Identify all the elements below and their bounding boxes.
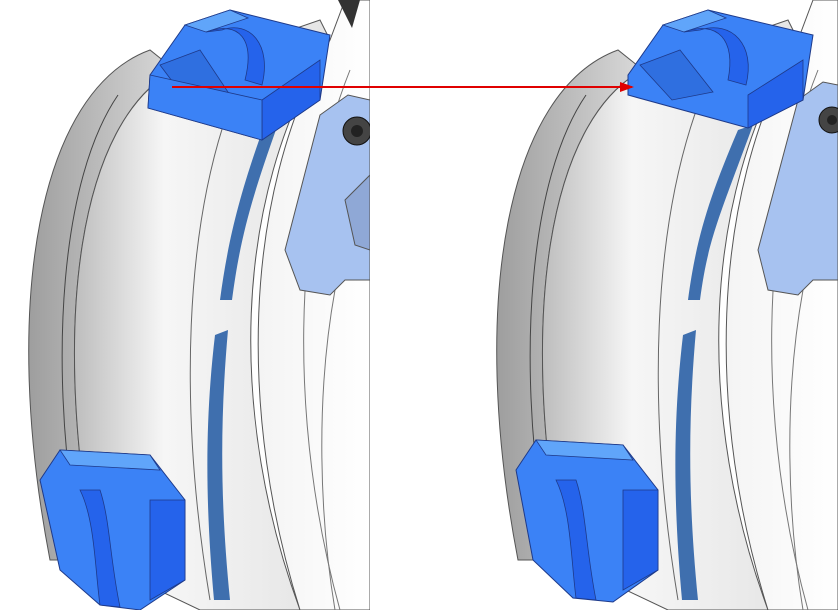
jaw-slot [675, 330, 698, 600]
chuck-drawing-before [28, 0, 370, 610]
top-jaw [627, 9, 814, 129]
jaw-slot [207, 330, 230, 600]
jaw-slot [220, 105, 285, 300]
bottom-jaw [39, 449, 186, 610]
jaw-plate [757, 81, 838, 296]
bottom-jaw [515, 439, 659, 603]
panel-before [0, 0, 370, 610]
top-jaw [147, 9, 331, 141]
chuck-drawing-after [496, 0, 838, 610]
jaw-slot [688, 125, 753, 300]
panel-after [468, 0, 838, 610]
jaw-plate [284, 94, 370, 296]
